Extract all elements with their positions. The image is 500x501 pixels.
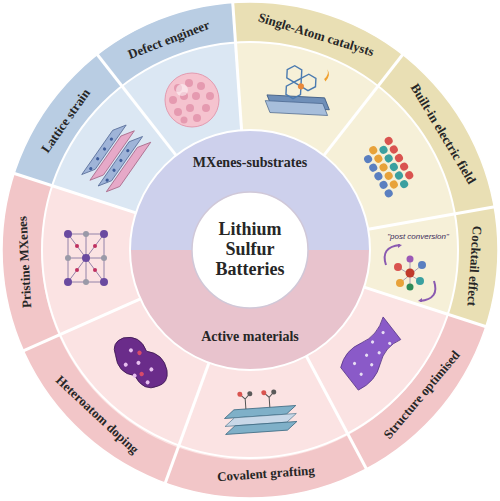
band-divider bbox=[42, 42, 458, 458]
center-rim bbox=[130, 130, 370, 370]
sector-dividers bbox=[12, 1, 496, 485]
category-half-label: MXenes-substrates bbox=[193, 155, 307, 170]
cocktail-cluster-icon bbox=[385, 244, 436, 302]
crystal-lattice-icon bbox=[64, 230, 108, 286]
doped-sheet-icon bbox=[105, 328, 175, 396]
grafted-layers-icon bbox=[223, 388, 298, 434]
node-label: Active materials bbox=[201, 329, 299, 344]
arrow-caption: "post conversion" bbox=[387, 232, 449, 241]
heterostructure-icon bbox=[360, 135, 417, 198]
center-circle-fill bbox=[192, 192, 308, 308]
node-label: Lithium Sulfur Batteries bbox=[200, 220, 300, 279]
layered-lattice-icon bbox=[82, 120, 151, 196]
inner-sectors bbox=[41, 42, 458, 460]
node-label: MXenes-substrates bbox=[193, 155, 307, 170]
category-half-label: Active materials bbox=[201, 329, 299, 344]
single-atom-icon bbox=[262, 55, 340, 129]
structured-sheet-icon bbox=[334, 314, 408, 392]
center-circle: Lithium Sulfur Batteries bbox=[200, 220, 300, 279]
defect-sphere-icon bbox=[165, 73, 219, 127]
